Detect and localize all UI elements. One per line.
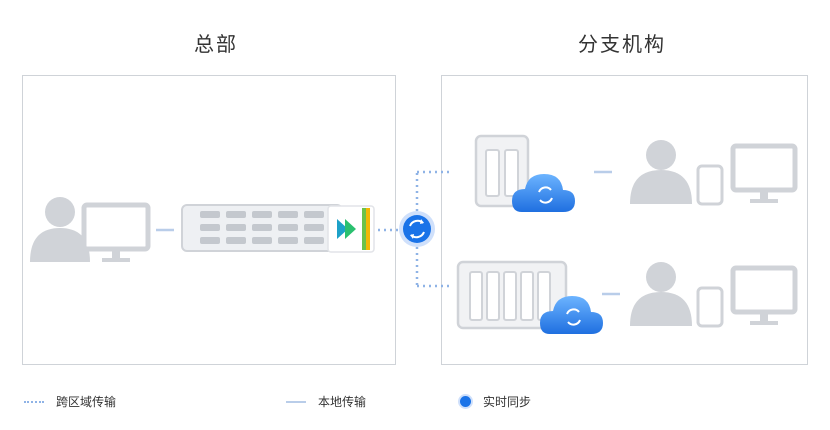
branch-user-icon [630, 140, 692, 204]
branch-cloud-sync-icon [512, 174, 575, 212]
branch-monitor-icon [730, 143, 798, 203]
branch2-cloud-sync-icon [540, 296, 603, 334]
branch-title: 分支机构 [578, 32, 666, 56]
branch2-phone-icon [696, 286, 724, 328]
branch2-user-icon [630, 262, 692, 326]
sync-icon [399, 211, 435, 247]
sync-dot-icon [460, 396, 471, 407]
app-logo-icon [327, 205, 375, 253]
legend-lan: 本地传输 [286, 393, 366, 410]
hq-user-icon [30, 197, 90, 262]
legend-wan-label: 跨区域传输 [56, 395, 117, 409]
branch-nas-multibay-icon [456, 260, 568, 330]
hq-title: 总部 [194, 32, 238, 56]
dotted-line-icon [24, 400, 44, 403]
solid-line-icon [286, 400, 306, 403]
legend-sync-label: 实时同步 [483, 395, 532, 409]
hq-rack-server-icon [181, 204, 343, 252]
legend-lan-label: 本地传输 [318, 395, 367, 409]
branch-phone-icon [696, 164, 724, 206]
legend-wan: 跨区域传输 [24, 393, 116, 410]
branch-wan-links [415, 170, 452, 288]
branch-nas-2bay-icon [474, 134, 530, 208]
branch2-monitor-icon [730, 265, 798, 325]
hq-monitor-icon [81, 202, 151, 262]
legend-sync: 实时同步 [460, 393, 531, 410]
